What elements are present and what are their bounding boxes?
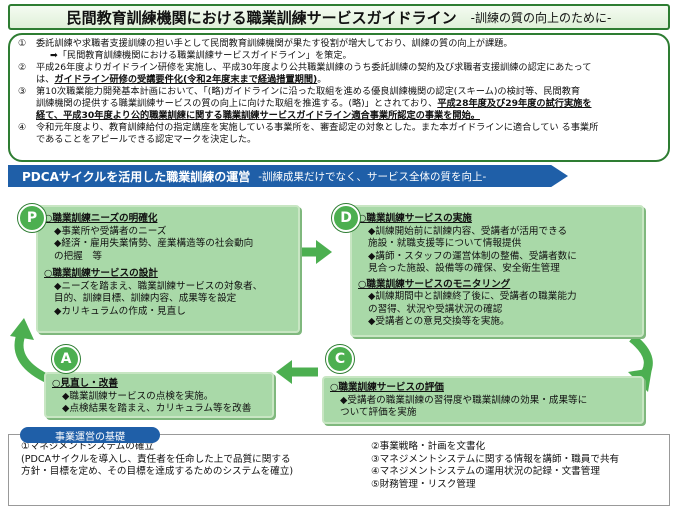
point-number: ③ [18, 86, 27, 97]
plan-item: の把握 等 [54, 250, 102, 262]
check-section-title: ○職業訓練サービスの評価 [330, 382, 444, 393]
point-number: ② [18, 62, 27, 73]
plan-box: ○職業訓練ニーズの明確化 ◆事業所や受講者のニーズ ◆経済・雇用失業情勢、産業構… [36, 205, 300, 333]
point-text: 第10次職業能力開発基本計画において、「(略)ガイドラインに沿った取組を進める優… [36, 86, 581, 97]
act-section-title: ○見直し・改善 [52, 378, 118, 389]
do-circle: D [332, 204, 360, 232]
plan-item: ◆事業所や受講者のニーズ [54, 225, 167, 237]
point-number: ④ [18, 122, 27, 133]
point-1: ① 委託訓練や求職者支援訓練の担い手として民間教育訓練機関が果たす役割が増大して… [18, 38, 658, 62]
point-text: であることをアピールできる認定マークを決定した。 [36, 134, 257, 145]
plan-section-title: ○職業訓練ニーズの明確化 [44, 213, 158, 224]
do-item: 施設・就職支援等について情報提供 [368, 238, 522, 249]
point-number: ① [18, 38, 27, 49]
plan-section-title: ○職業訓練サービスの設計 [44, 268, 158, 279]
act-item: ◆職業訓練サービスの点検を実施。 [62, 390, 214, 402]
do-box: ○職業訓練サービスの実施 ◆訓練開始前に訓練内容、受講者が活用できる 施設・就職… [350, 205, 644, 337]
point-text: 。 [317, 74, 327, 85]
point-text: ➡「民間教育訓練機関における職業訓練サービスガイドライン」を策定。 [50, 50, 352, 61]
act-circle: A [52, 345, 80, 373]
pdca-subheading: -訓練成果だけでなく、サービス全体の質を向上- [258, 170, 487, 183]
foundation-item: ④マネジメントシステムの運用状況の記録・文書管理 [371, 466, 600, 477]
check-item: ついて評価を実施 [340, 407, 417, 418]
point-text: は、 [36, 74, 55, 85]
point-emphasis: 経て、平成30年度より公的職業訓練に関する職業訓練サービスガイドライン適合事業所… [36, 110, 480, 121]
foundation-left: ①マネジメントシステムの確立 (PDCAサイクルを導入し、責任者を任命した上で品… [21, 441, 361, 479]
do-item: ◆受講者との意見交換等を実施。 [368, 316, 510, 327]
foundation-right: ②事業戦略・計画を文書化 ③マネジメントシステムに関する情報を講師・職員で共有 … [371, 441, 661, 491]
foundation-item: 方針・目標を定め、その目標を達成するためのシステムを確立) [21, 466, 294, 477]
foundation-item: ①マネジメントシステムの確立 [21, 441, 155, 452]
foundation-label: 事業運営の基礎 [20, 427, 160, 443]
plan-item: ◆ニーズを踏まえ、職業訓練サービスの対象者、 [54, 280, 263, 292]
plan-circle: P [18, 204, 46, 232]
do-item: 見合った施設、設備等の確保、安全衛生管理 [368, 263, 560, 274]
check-box: ○職業訓練サービスの評価 ◆受講者の職業訓練の習得度や職業訓練の効果・成果等に … [322, 376, 644, 424]
point-2: ② 平成26年度よりガイドライン研修を実施し、平成30年度より公共職業訓練のうち… [18, 62, 658, 86]
point-emphasis: ガイドライン研修の受講要件化(令和2年度末まで経過措置期間) [54, 74, 318, 85]
point-emphasis: 平成28年度及び29年度の試行実施を [437, 98, 592, 109]
pdca-heading: PDCAサイクルを活用した職業訓練の運営 [22, 169, 251, 184]
arrow-a-to-p-head [10, 318, 34, 340]
foundation-item: ③マネジメントシステムに関する情報を講師・職員で共有 [371, 453, 620, 465]
foundation-item: ②事業戦略・計画を文書化 [371, 441, 486, 452]
act-box: ○見直し・改善 ◆職業訓練サービスの点検を実施。 ◆点検結果を踏まえ、カリキュラ… [44, 372, 274, 418]
guideline-title: 民間教育訓練機関における職業訓練サービスガイドライン [66, 8, 457, 27]
guideline-subtitle: -訓練の質の向上のために- [470, 10, 612, 25]
do-section-title: ○職業訓練サービスのモニタリング [358, 278, 511, 290]
plan-item: 目的、訓練目標、訓練内容、成果等を設定 [54, 293, 237, 304]
point-4: ④ 令和元年度より、教育訓練給付の指定講座を実施している事業所を、審査認定の対象… [18, 122, 658, 146]
point-text: 平成26年度よりガイドライン研修を実施し、平成30年度より公共職業訓練のうち委託… [36, 62, 592, 73]
foundation-item: (PDCAサイクルを導入し、責任者を任命した上で品質に関する [21, 453, 291, 465]
point-3: ③ 第10次職業能力開発基本計画において、「(略)ガイドラインに沿った取組を進め… [18, 86, 658, 122]
check-circle: C [326, 345, 354, 373]
foundation-box: ①マネジメントシステムの確立 (PDCAサイクルを導入し、責任者を任命した上で品… [8, 434, 670, 506]
check-item: ◆受講者の職業訓練の習得度や職業訓練の効果・成果等に [340, 394, 588, 406]
do-item: ◆講師・スタッフの運営体制の整備、受講者数に [368, 250, 577, 262]
plan-item: ◆経済・雇用失業情勢、産業構造等の社会動向 [54, 238, 254, 249]
do-item: の習得、状況や受講状況の確認 [368, 303, 503, 315]
guideline-title-bar: 民間教育訓練機関における職業訓練サービスガイドライン -訓練の質の向上のために- [8, 4, 670, 30]
point-text: 訓練機関の提供する職業訓練サービスの質の向上に向けた取組を推進する。(略)」とさ… [36, 98, 438, 109]
foundation-item: ⑤財務管理・リスク管理 [371, 478, 476, 490]
do-section-title: ○職業訓練サービスの実施 [358, 213, 472, 224]
arrow-c-to-a-head [276, 360, 292, 384]
point-text: 委託訓練や求職者支援訓練の担い手として民間教育訓練機関が果たす役割が増大しており… [36, 38, 513, 49]
key-points-box: ① 委託訓練や求職者支援訓練の担い手として民間教育訓練機関が果たす役割が増大して… [8, 33, 670, 162]
do-item: ◆訓練開始前に訓練内容、受講者が活用できる [368, 225, 568, 237]
act-item: ◆点検結果を踏まえ、カリキュラム等を改善 [62, 403, 252, 414]
do-item: ◆訓練期間中と訓練終了後に、受講者の職業能力 [368, 291, 577, 302]
point-text: 令和元年度より、教育訓練給付の指定講座を実施している事業所を、審査認定の対象とし… [36, 122, 599, 133]
plan-item: ◆カリキュラムの作成・見直し [54, 305, 186, 317]
arrow-p-to-d-head [316, 240, 332, 264]
pdca-banner: PDCAサイクルを活用した職業訓練の運営 -訓練成果だけでなく、サービス全体の質… [8, 165, 568, 187]
